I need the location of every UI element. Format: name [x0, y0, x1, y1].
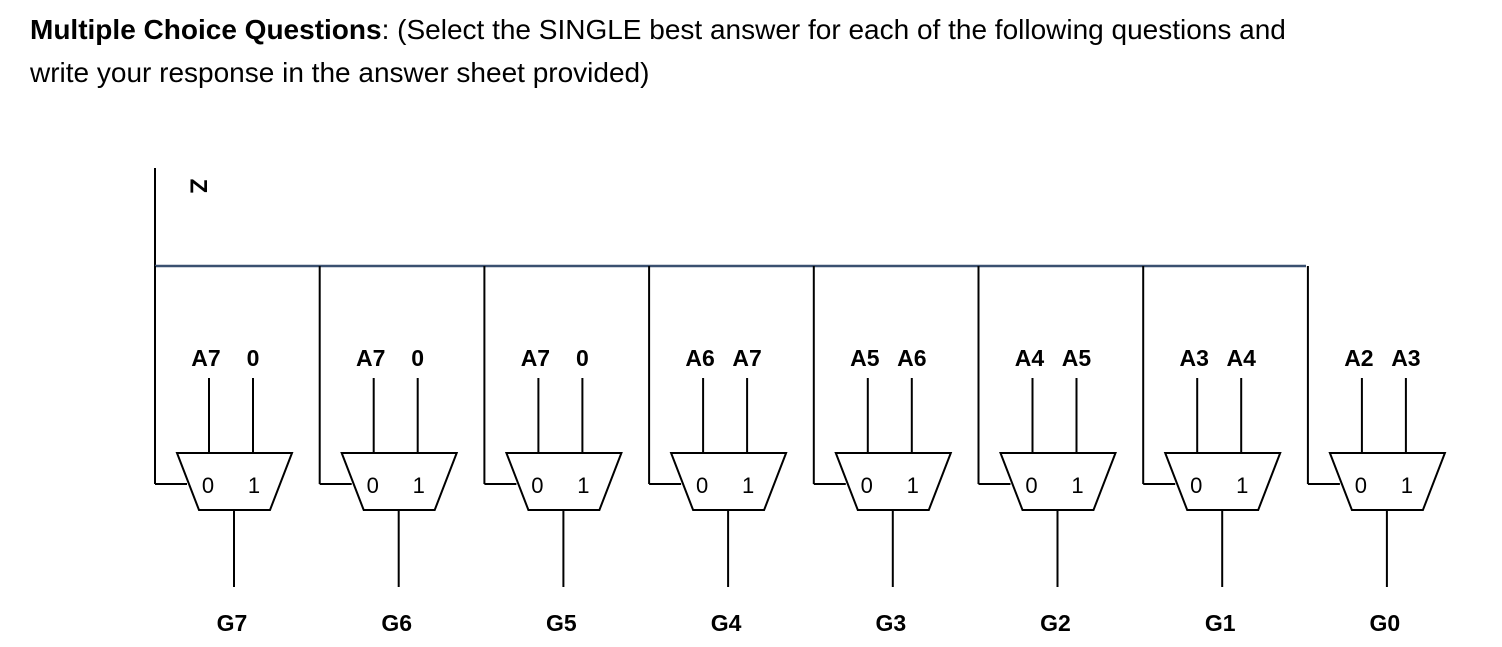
- mux-body: [1328, 452, 1447, 511]
- output-label: G6: [381, 610, 412, 636]
- select1-label: 1: [1236, 473, 1248, 498]
- output-label: G4: [711, 610, 742, 636]
- mux-g2: A4 A5 0 1G2: [977, 266, 1117, 636]
- select1-label: 1: [1401, 473, 1413, 498]
- select0-label: 0: [1025, 473, 1037, 498]
- mux-g5: A7 0 0 1G5: [483, 266, 623, 636]
- input1-label: 0: [411, 345, 424, 371]
- mux-body: [175, 452, 294, 511]
- select0-label: 0: [531, 473, 543, 498]
- select1-label: 1: [742, 473, 754, 498]
- mux-body: [340, 452, 459, 511]
- select1-label: 1: [248, 473, 260, 498]
- select0-label: 0: [367, 473, 379, 498]
- mux-g0: A2 A3 0 1G0: [1306, 266, 1447, 636]
- input1-label: A3: [1391, 345, 1420, 371]
- input1-label: A4: [1226, 345, 1256, 371]
- select-line-z: [154, 168, 1306, 268]
- select1-label: 1: [1071, 473, 1083, 498]
- mux-g4: A6 A7 0 1G4: [648, 266, 788, 636]
- input1-label: A5: [1062, 345, 1092, 371]
- mux-body: [669, 452, 788, 511]
- select1-label: 1: [577, 473, 589, 498]
- input0-label: A7: [356, 345, 385, 371]
- output-label: G2: [1040, 610, 1071, 636]
- input1-label: 0: [576, 345, 589, 371]
- input0-label: A4: [1015, 345, 1045, 371]
- select1-label: 1: [907, 473, 919, 498]
- output-label: G1: [1205, 610, 1236, 636]
- mux-body: [834, 452, 953, 511]
- select1-label: 1: [413, 473, 425, 498]
- output-label: G3: [875, 610, 906, 636]
- select0-label: 0: [696, 473, 708, 498]
- mux-body: [999, 452, 1117, 511]
- section-title: Multiple Choice Questions: [30, 14, 382, 45]
- mux-g7: A7 0 0 1G7: [154, 266, 294, 636]
- select-signal-label: Z: [185, 179, 212, 194]
- mux-body: [504, 452, 623, 511]
- select0-label: 0: [1355, 473, 1367, 498]
- instructions-text: : (Select the SINGLE best answer for eac…: [30, 14, 1286, 88]
- select0-label: 0: [202, 473, 214, 498]
- input1-label: A6: [897, 345, 926, 371]
- output-label: G7: [217, 610, 248, 636]
- input0-label: A7: [521, 345, 550, 371]
- input1-label: A7: [732, 345, 761, 371]
- mux-g6: A7 0 0 1G6: [318, 266, 459, 636]
- select0-label: 0: [1190, 473, 1202, 498]
- input1-label: 0: [247, 345, 260, 371]
- input0-label: A7: [191, 345, 220, 371]
- input0-label: A3: [1179, 345, 1208, 371]
- question-instructions: Multiple Choice Questions: (Select the S…: [30, 8, 1330, 94]
- output-label: G0: [1370, 610, 1401, 636]
- input0-label: A6: [685, 345, 714, 371]
- output-label: G5: [546, 610, 577, 636]
- mux-g3: A5 A6 0 1G3: [812, 266, 953, 636]
- mux-g1: A3 A4 0 1G1: [1142, 266, 1282, 636]
- input0-label: A2: [1344, 345, 1373, 371]
- select0-label: 0: [861, 473, 873, 498]
- input0-label: A5: [850, 345, 880, 371]
- mux-body: [1163, 452, 1282, 511]
